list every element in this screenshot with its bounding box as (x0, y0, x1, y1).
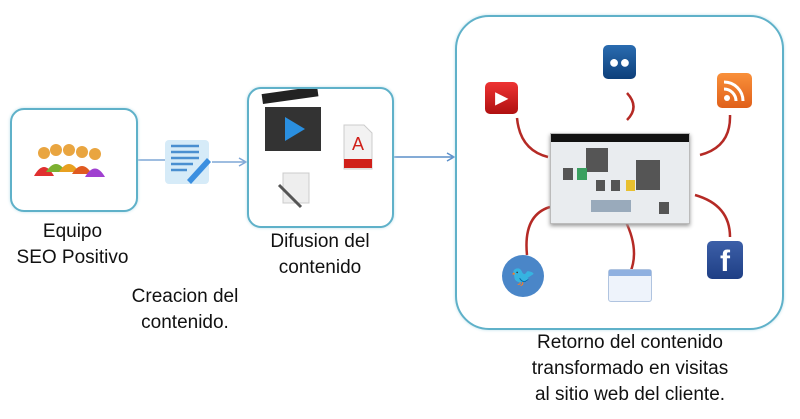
youtube-play-icon: ▶ (485, 82, 518, 114)
arrow-youtube (515, 117, 549, 159)
label-line: al sitio web del cliente. (534, 384, 726, 405)
team-box (10, 108, 138, 212)
website-screenshot (550, 133, 690, 224)
browser-title-bar (609, 270, 651, 276)
creation-label: Creacion del contenido. (105, 284, 265, 336)
arrow-video (626, 92, 635, 121)
svg-text:A: A (352, 134, 364, 154)
label-line: Creacion del (131, 286, 239, 307)
return-label: Retorno del contenido transformado en vi… (480, 330, 780, 408)
rss-feed-icon (717, 73, 752, 108)
document-sign-icon (277, 172, 310, 209)
arrow-browser (623, 219, 636, 274)
video-clapper-icon (261, 86, 321, 151)
browser-window-icon (608, 269, 652, 302)
facebook-icon: f (707, 241, 743, 279)
arrow-rss (699, 114, 732, 157)
people-group-icon (34, 144, 105, 177)
diffusion-box: A (247, 86, 394, 228)
website-header-bar (551, 134, 689, 142)
label-line: contenido (278, 257, 362, 278)
twitter-bird-icon: 🐦 (502, 255, 544, 297)
team-label: Equipo SEO Positivo (0, 219, 145, 271)
diffusion-label: Difusion del contenido (245, 229, 395, 281)
label-line: Difusion del (270, 231, 370, 252)
label-line: Equipo (42, 221, 103, 242)
label-line: contenido. (141, 312, 229, 333)
arrowhead-3 (446, 152, 456, 162)
video-camera-icon: ●● (603, 45, 636, 79)
pdf-file-icon: A (343, 124, 373, 170)
arrow-twitter (525, 205, 551, 256)
document-edit-icon (165, 140, 211, 184)
tshirt-grid-image (563, 148, 669, 214)
label-line: SEO Positivo (16, 247, 129, 268)
label-line: Retorno del contenido (537, 332, 723, 353)
label-line: transformado en visitas (531, 358, 729, 379)
arrow-facebook (694, 193, 732, 238)
arrowhead-2 (238, 157, 248, 167)
diffusion-icons: A (261, 86, 373, 209)
